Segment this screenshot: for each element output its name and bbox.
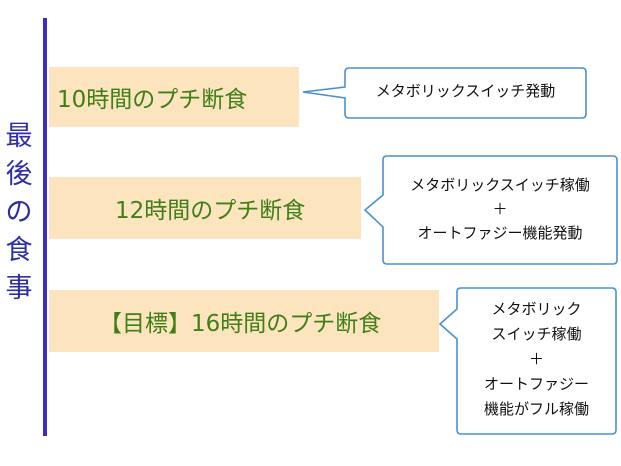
callout-line: 機能がフル稼働 [483, 400, 589, 418]
stage-callout-10h: メタボリックスイッチ発動 [302, 67, 587, 119]
stage-title: 10時間のプチ断食 [57, 87, 248, 113]
stage-band-12h: 12時間のプチ断食 [49, 177, 361, 239]
stage-title: 【目標】16時間のプチ断食 [99, 311, 382, 337]
axis-char: 最 [5, 121, 33, 152]
callout-line: メタボリック [491, 300, 582, 318]
callout-bubble [438, 287, 617, 435]
callout-line: オートファジー [483, 375, 589, 393]
callout-line: メタボリックスイッチ稼働 [410, 176, 590, 194]
callout-line: ＋ [492, 200, 508, 218]
axis-label-last-meal: 最 後 の 食 事 [2, 118, 36, 308]
callout-line: スイッチ稼働 [491, 325, 582, 343]
callout-bubble [302, 67, 587, 119]
callout-line: メタボリックスイッチ発動 [375, 82, 556, 100]
axis-char: 後 [5, 159, 33, 190]
stage-callout-12h: メタボリックスイッチ稼働 ＋ オートファジー機能発動 [363, 155, 618, 265]
callout-bubble [363, 155, 618, 265]
axis-char: の [5, 197, 33, 228]
axis-char: 事 [5, 273, 33, 304]
axis-char: 食 [5, 235, 33, 266]
timeline-line [43, 18, 47, 436]
stage-band-16h-goal: 【目標】16時間のプチ断食 [49, 290, 439, 352]
callout-line: ＋ [528, 350, 544, 368]
stage-title: 12時間のプチ断食 [115, 198, 306, 224]
stage-band-10h: 10時間のプチ断食 [49, 67, 299, 127]
stage-callout-16h-goal: メタボリック スイッチ稼働 ＋ オートファジー 機能がフル稼働 [438, 287, 617, 435]
callout-line: オートファジー機能発動 [417, 224, 583, 242]
